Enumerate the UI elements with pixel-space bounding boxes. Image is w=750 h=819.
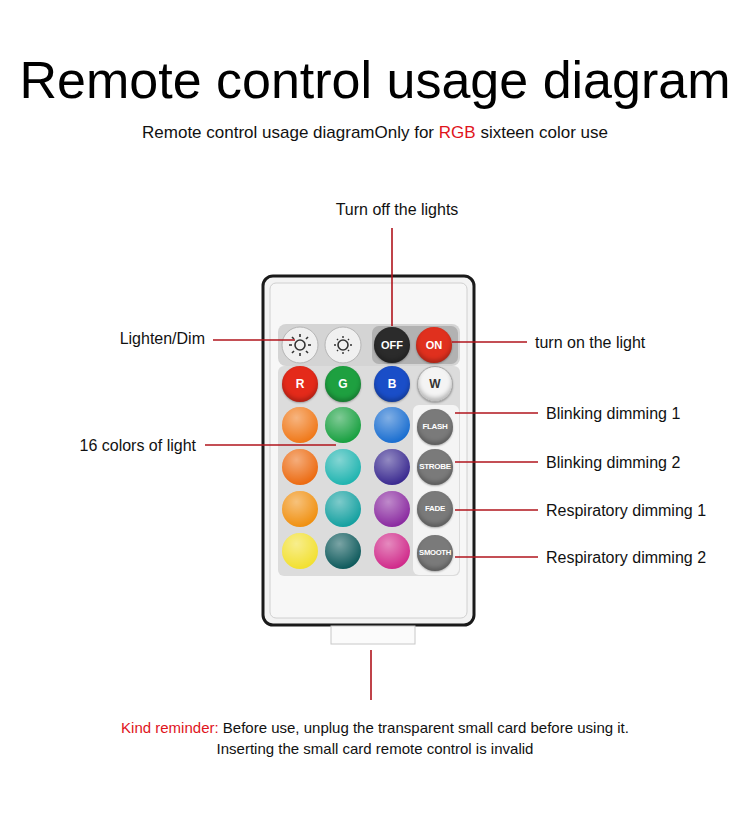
button-label: W: [429, 378, 440, 390]
reminder-text: Before use, unplug the transparent small…: [223, 718, 629, 738]
button-shine: [282, 407, 410, 569]
brightness-up-button: [282, 327, 318, 363]
brightness-down-button: [325, 327, 361, 363]
callout-label: Turn off the lights: [336, 200, 459, 220]
callout-label: Lighten/Dim: [120, 329, 205, 349]
button-label: G: [338, 378, 347, 390]
remote-body: [263, 276, 474, 625]
subtitle-row: Remote control usage diagramOnly forRGBs…: [0, 122, 750, 144]
green-button: G: [325, 366, 361, 402]
callout-label: Respiratory dimming 2: [546, 548, 706, 568]
battery-card: [331, 626, 415, 644]
button-label: B: [388, 378, 397, 390]
button-label: ON: [426, 340, 443, 351]
color-buttons: [282, 407, 410, 569]
button-label: STROBE: [419, 463, 451, 471]
reminder-text: Kind reminder:: [121, 718, 219, 738]
subtitle-text: sixteen color use: [480, 122, 608, 144]
subtitle-text: RGB: [439, 122, 476, 144]
remote-face: [270, 283, 467, 618]
reminder-row: Kind reminder:Before use, unplug the tra…: [0, 718, 750, 738]
power-panel: [372, 326, 458, 364]
callout-label: Inserting the small card remote control …: [217, 739, 534, 759]
callout-label: Respiratory dimming 1: [546, 501, 706, 521]
button-label: FADE: [425, 505, 445, 513]
white-button: W: [417, 366, 453, 402]
keypad-panel: [278, 366, 460, 576]
callout-label: turn on the light: [535, 333, 645, 353]
smooth-button: SMOOTH: [417, 535, 453, 571]
leader-lines: [205, 228, 538, 700]
top-panel: [278, 324, 460, 366]
blue-button: B: [374, 366, 410, 402]
title: Remote control usage diagram: [0, 50, 750, 110]
mode-panel: [413, 405, 459, 575]
red-button: R: [282, 366, 318, 402]
callout-label: 16 colors of light: [79, 436, 196, 456]
callout-label: Blinking dimming 1: [546, 404, 680, 424]
button-label: FLASH: [422, 423, 447, 431]
on-button: ON: [416, 327, 452, 363]
strobe-button: STROBE: [417, 449, 453, 485]
subtitle-text: Remote control usage diagramOnly for: [142, 122, 434, 144]
button-label: R: [296, 378, 305, 390]
fade-button: FADE: [417, 491, 453, 527]
button-label: OFF: [381, 340, 403, 351]
off-button: OFF: [374, 327, 410, 363]
callout-label: Blinking dimming 2: [546, 453, 680, 473]
flash-button: FLASH: [417, 409, 453, 445]
button-label: SMOOTH: [419, 549, 451, 557]
